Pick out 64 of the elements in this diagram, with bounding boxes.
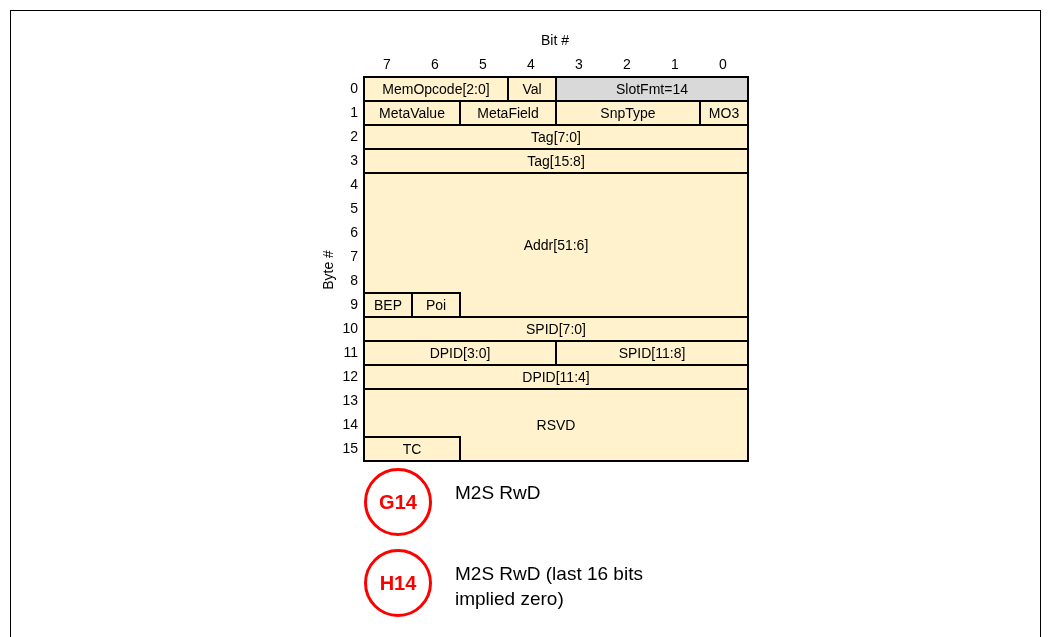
fixed-field-box	[555, 76, 749, 102]
field-box	[555, 100, 701, 126]
field-box	[363, 436, 461, 462]
field-name: MetaValue	[379, 106, 445, 120]
field-box	[363, 364, 749, 390]
bit-number: 0	[719, 57, 727, 71]
bit-axis-title: Bit #	[541, 33, 569, 47]
byte-number: 11	[343, 345, 358, 359]
byte-number: 9	[350, 297, 358, 311]
field-name: SPID[11:8]	[618, 346, 686, 360]
field-box	[411, 292, 461, 318]
field-name: MetaField	[477, 106, 539, 120]
field-name: Tag[7:0]	[531, 130, 581, 144]
byte-number: 10	[342, 321, 358, 335]
bit-number: 6	[431, 57, 439, 71]
byte-number: 8	[350, 273, 358, 287]
byte-axis-title: Byte #	[321, 250, 335, 290]
field-box	[699, 100, 749, 126]
field-box	[363, 148, 749, 174]
bit-number: 2	[623, 57, 631, 71]
field-name: MemOpcode[2:0]	[382, 82, 490, 96]
marker-code: H14	[379, 571, 417, 596]
byte-number: 12	[342, 369, 358, 383]
field-name: Val	[522, 82, 542, 96]
byte-number: 4	[350, 177, 358, 191]
field-name: SlotFmt=14	[616, 82, 688, 96]
byte-number: 3	[350, 153, 358, 167]
field-box	[459, 100, 557, 126]
field-name: Poi	[425, 298, 447, 312]
marker-description: M2S RwD (last 16 bits implied zero)	[455, 562, 644, 611]
byte-number: 0	[350, 81, 358, 95]
field-box	[363, 316, 749, 342]
field-name: MO3	[708, 106, 740, 120]
field-name: SnpType	[600, 106, 656, 120]
byte-number: 6	[350, 225, 358, 239]
field-box	[363, 124, 749, 150]
field-box	[363, 172, 749, 318]
field-name: SPID[7:0]	[526, 322, 586, 336]
marker-description: M2S RwD	[455, 481, 542, 505]
field-box	[363, 340, 557, 366]
field-name: TC	[402, 442, 422, 456]
field-name: RSVD	[536, 418, 576, 432]
bit-number: 1	[671, 57, 679, 71]
bit-number: 7	[383, 57, 391, 71]
byte-number: 5	[350, 201, 358, 215]
bit-number: 3	[575, 57, 583, 71]
byte-number: 13	[342, 393, 358, 407]
field-name: BEP	[374, 298, 402, 312]
bit-number: 5	[479, 57, 487, 71]
field-box	[363, 76, 509, 102]
field-name: Tag[15:8]	[527, 154, 585, 168]
field-name: Addr[51:6]	[523, 238, 589, 252]
byte-number: 1	[350, 105, 358, 119]
field-name: DPID[3:0]	[429, 346, 491, 360]
field-box	[363, 100, 461, 126]
field-name: DPID[11:4]	[522, 370, 590, 384]
marker-code: G14	[379, 490, 417, 515]
byte-number: 14	[342, 417, 358, 431]
bit-number: 4	[527, 57, 535, 71]
field-box	[555, 340, 749, 366]
field-box	[363, 388, 749, 462]
byte-number: 15	[342, 441, 358, 455]
byte-number: 2	[350, 129, 358, 143]
byte-number: 7	[350, 249, 358, 263]
